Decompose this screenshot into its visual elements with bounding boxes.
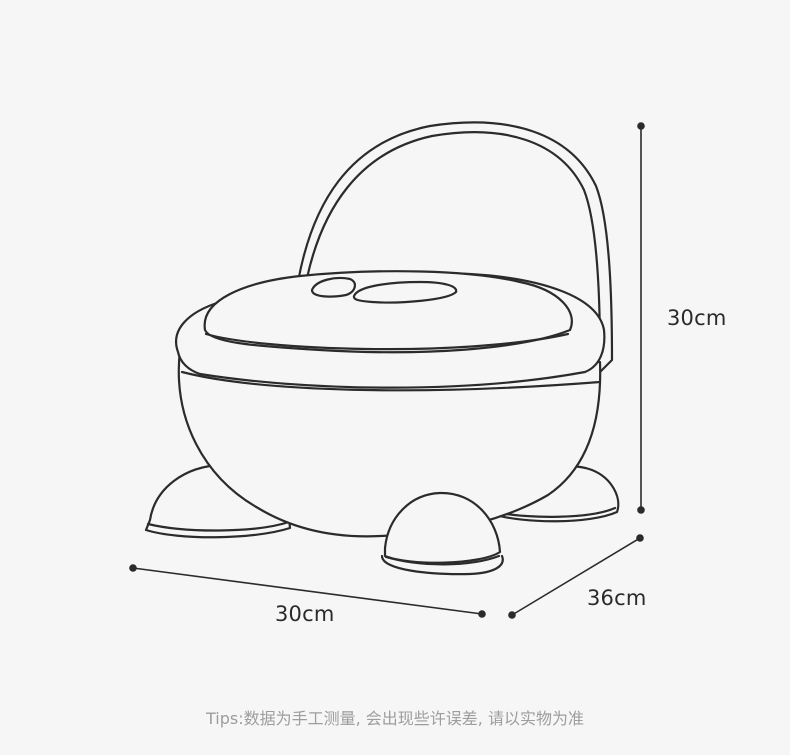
lid-slot-left — [310, 276, 356, 298]
width-dimension-endpoint-left — [129, 564, 137, 572]
depth-dimension-endpoint-left — [508, 611, 516, 619]
width-label: 30cm — [275, 602, 335, 626]
bowl — [177, 348, 602, 538]
lid — [203, 270, 573, 354]
depth-label: 36cm — [587, 586, 647, 610]
backrest-inner-edge — [305, 131, 602, 357]
width-dimension-endpoint-right — [478, 610, 486, 618]
height-label: 30cm — [667, 306, 727, 330]
height-dimension-endpoint-top — [637, 122, 645, 130]
depth-dimension-endpoint-right — [636, 534, 644, 542]
measurement-tips-text: Tips:数据为手工测量, 会出现些许误差, 请以实物为准 — [206, 709, 584, 728]
lid-edge — [204, 332, 570, 351]
width-dimension-line — [132, 567, 483, 615]
lid-slot-right — [352, 280, 458, 304]
foot-front — [380, 491, 504, 576]
height-dimension-endpoint-bottom — [637, 506, 645, 514]
bowl-rim-lower — [180, 370, 602, 392]
depth-dimension-line — [511, 537, 641, 616]
